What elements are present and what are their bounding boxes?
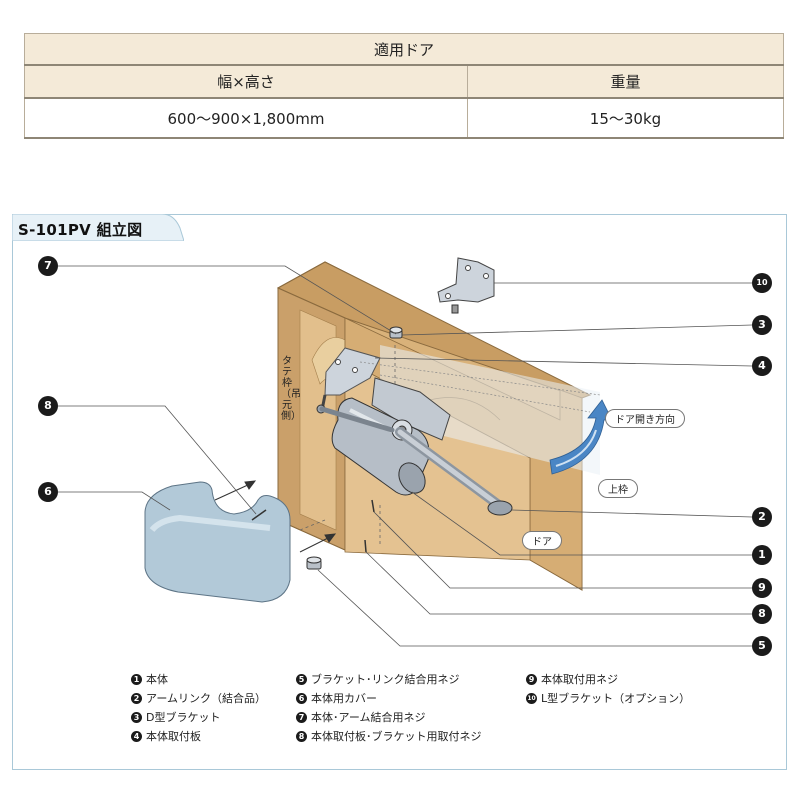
open-direction-label: ドア開き方向 xyxy=(605,409,685,428)
small-cap-screw xyxy=(306,556,322,570)
legend-item-3: 3 D型ブラケット xyxy=(131,709,220,725)
callout-2: 2 xyxy=(752,507,772,527)
l-bracket xyxy=(437,257,495,314)
spec-table: 適用ドア 幅×高さ 重量 600〜900×1,800mm 15〜30kg xyxy=(24,33,784,139)
legend-item-6: 6 本体用カバー xyxy=(296,690,377,706)
legend-item-7: 7 本体･アーム結合用ネジ xyxy=(296,709,426,725)
callout-1: 1 xyxy=(752,545,772,565)
callout-4: 4 xyxy=(752,356,772,376)
legend-item-8: 8 本体取付板･ブラケット用取付ネジ xyxy=(296,728,482,744)
callout-5: 5 xyxy=(752,636,772,656)
figure-title-tab xyxy=(12,214,184,241)
legend-item-2: 2 アームリンク（結合品） xyxy=(131,690,266,706)
figure-title: S-101PV 組立図 xyxy=(18,221,143,239)
door-label: ドア xyxy=(522,531,562,550)
top-frame-label: 上枠 xyxy=(598,479,638,498)
legend-item-9: 9 本体取付用ネジ xyxy=(526,671,618,687)
size-value: 600〜900×1,800mm xyxy=(24,97,468,139)
d-bracket xyxy=(316,347,381,414)
callout-9: 9 xyxy=(752,578,772,598)
legend-item-4: 4 本体取付板 xyxy=(131,728,201,744)
callout-3: 3 xyxy=(752,315,772,335)
callout-6: 6 xyxy=(38,482,58,502)
legend-item-5: 5 ブラケット･リンク結合用ネジ xyxy=(296,671,460,687)
legend-item-1: 1 本体 xyxy=(131,671,168,687)
legend-item-10: 10 L型ブラケット（オプション） xyxy=(526,692,691,705)
weight-header: 重量 xyxy=(467,64,784,99)
callout-8-left: 8 xyxy=(38,396,58,416)
spec-table-title: 適用ドア xyxy=(24,33,784,66)
callout-10: 10 xyxy=(752,273,772,293)
frame-label: タテ枠（吊元側） xyxy=(281,356,301,422)
callout-7: 7 xyxy=(38,256,58,276)
open-panel xyxy=(380,345,600,475)
callout-8-right: 8 xyxy=(752,604,772,624)
figure-panel xyxy=(12,214,787,770)
closer-cover xyxy=(144,481,291,603)
weight-value: 15〜30kg xyxy=(467,97,784,139)
top-screw xyxy=(389,326,403,339)
arm-link xyxy=(319,406,513,516)
